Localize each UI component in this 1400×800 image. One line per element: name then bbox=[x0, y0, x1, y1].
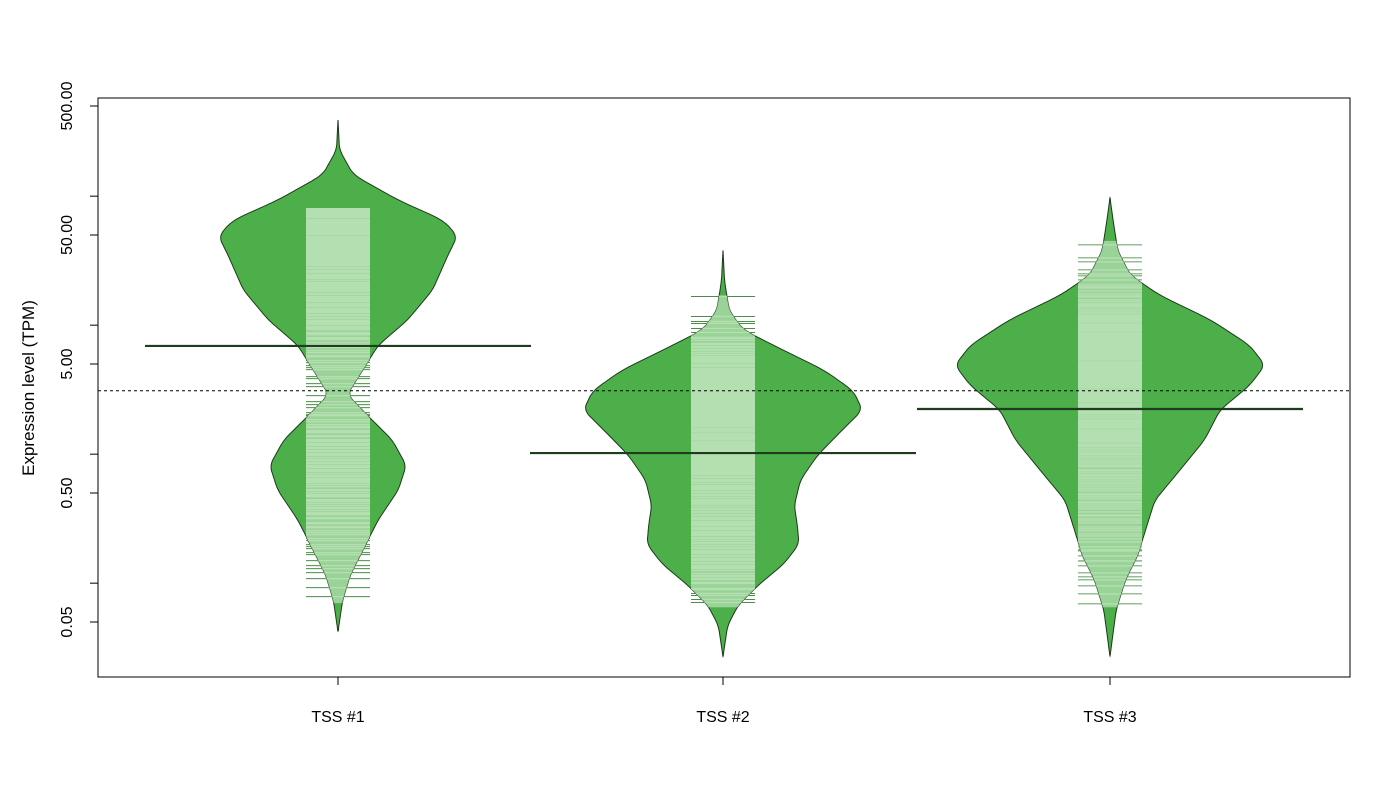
beanline-band bbox=[306, 208, 370, 604]
beans bbox=[220, 120, 1263, 659]
x-tick-label: TSS #1 bbox=[311, 709, 364, 726]
y-tick-label: 50.00 bbox=[59, 215, 76, 255]
y-tick-label: 500.00 bbox=[59, 81, 76, 130]
mean-lines bbox=[145, 344, 1303, 455]
x-tick-label: TSS #3 bbox=[1083, 709, 1136, 726]
y-tick-label: 5.00 bbox=[59, 348, 76, 379]
y-axis: 500.00 50.00 5.00 0.50 0.05 bbox=[59, 81, 99, 638]
x-axis: TSS #1 TSS #2 TSS #3 bbox=[311, 676, 1137, 726]
y-axis-label: Expression level (TPM) bbox=[19, 300, 38, 476]
x-tick-label: TSS #2 bbox=[696, 709, 749, 726]
beanline-band bbox=[691, 295, 755, 608]
y-tick-label: 0.50 bbox=[59, 477, 76, 508]
y-tick-label: 0.05 bbox=[59, 606, 76, 637]
beanline-band bbox=[1078, 240, 1142, 608]
